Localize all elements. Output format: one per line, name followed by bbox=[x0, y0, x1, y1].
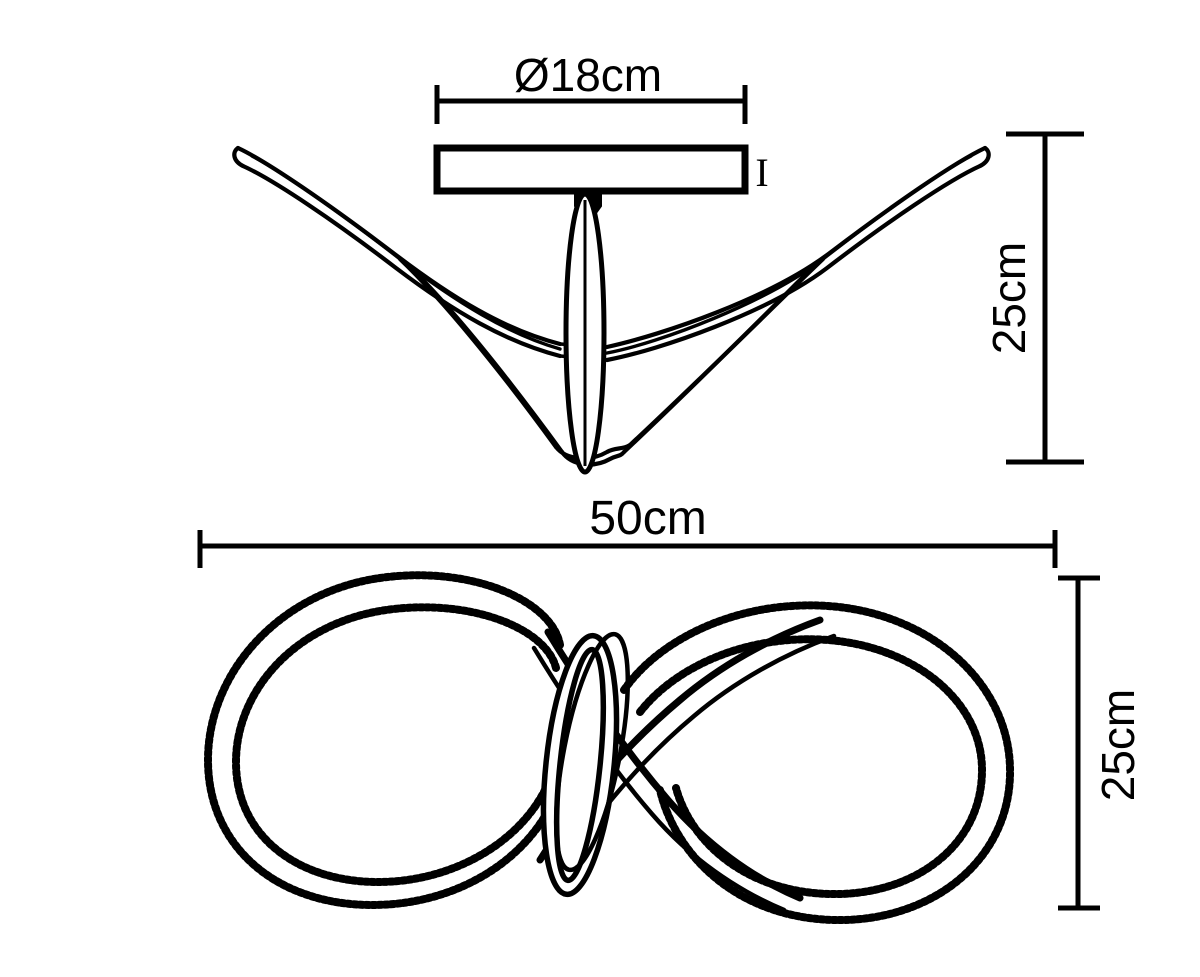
front-loop-right-v-center bbox=[625, 264, 817, 451]
front-arm-right-outer-bottom bbox=[604, 163, 983, 363]
plan-width-dimension-group: 50cm bbox=[197, 492, 1058, 568]
plan-center-ring-secondary bbox=[553, 631, 631, 873]
plan-view bbox=[203, 571, 1015, 925]
diameter-dimension-label: Ø18cm bbox=[514, 49, 662, 101]
plan-depth-dimension-label: 25cm bbox=[1092, 689, 1144, 801]
front-arm-left-outer-bottom bbox=[240, 163, 563, 359]
front-height-dimension-group: 25cm bbox=[983, 131, 1084, 465]
plan-left-loop-outer-edge bbox=[204, 571, 570, 909]
front-height-dimension-label: 25cm bbox=[983, 242, 1035, 354]
plan-right-loop-outer-edge bbox=[620, 601, 1014, 924]
canopy-thickness-marker: I bbox=[755, 150, 768, 195]
plan-width-dimension-label: 50cm bbox=[589, 492, 706, 545]
front-arm-right-tip bbox=[977, 145, 991, 169]
front-loop-left-v-center bbox=[406, 264, 561, 452]
front-arm-left-tip bbox=[232, 145, 246, 169]
front-elevation-view: I bbox=[232, 144, 991, 475]
plan-depth-dimension-group: 25cm bbox=[1058, 575, 1144, 911]
diameter-dimension-group: Ø18cm bbox=[434, 49, 748, 124]
canopy-plate bbox=[433, 144, 749, 195]
front-loop-bottom-crossing-inner bbox=[559, 449, 627, 467]
plan-left-loop-inner-edge bbox=[233, 605, 559, 885]
